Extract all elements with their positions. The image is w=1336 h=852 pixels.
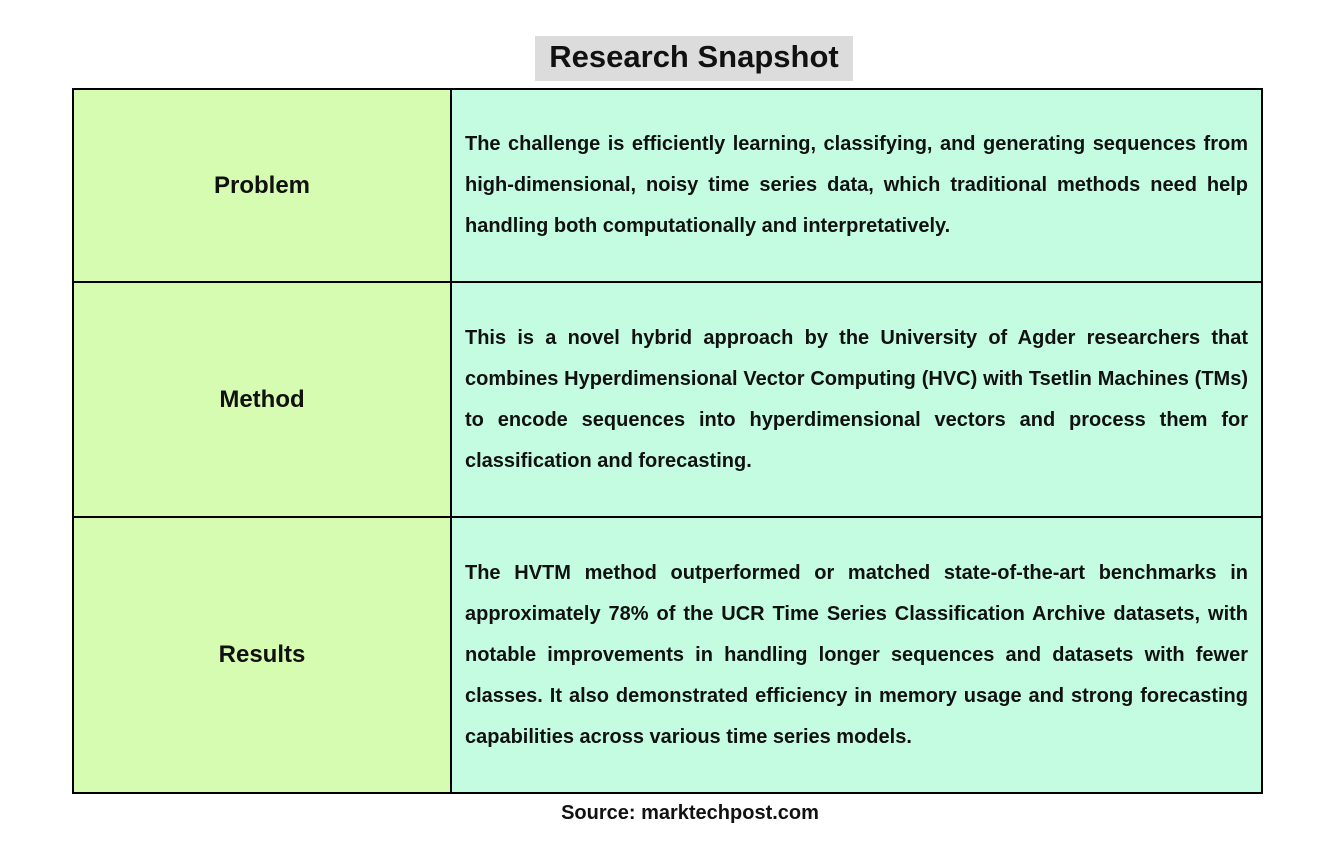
row-content-text: The challenge is efficiently learning, c… [465, 133, 1248, 237]
table-row-method: Method This is a novel hybrid approach b… [74, 281, 1261, 516]
row-content-problem: The challenge is efficiently learning, c… [452, 90, 1261, 281]
research-snapshot-table: Problem The challenge is efficiently lea… [72, 88, 1263, 794]
row-label-text: Results [218, 641, 306, 668]
table-row-problem: Problem The challenge is efficiently lea… [74, 90, 1261, 281]
row-label-method: Method [74, 283, 452, 516]
row-content-results: The HVTM method outperformed or matched … [452, 518, 1261, 792]
row-label-problem: Problem [74, 90, 452, 281]
title-band: Research Snapshot [26, 36, 1336, 81]
source-band: Source: marktechpost.com [22, 802, 1336, 825]
row-label-text: Problem [213, 171, 311, 199]
source-attribution: Source: marktechpost.com [561, 802, 819, 824]
row-label-results: Results [74, 518, 452, 792]
row-content-method: This is a novel hybrid approach by the U… [452, 283, 1261, 516]
table-row-results: Results The HVTM method outperformed or … [74, 516, 1261, 792]
row-content-text: The HVTM method outperformed or matched … [465, 561, 1248, 748]
row-content-text: This is a novel hybrid approach by the U… [465, 326, 1248, 472]
row-label-text: Method [219, 385, 305, 413]
page-title: Research Snapshot [535, 36, 853, 81]
